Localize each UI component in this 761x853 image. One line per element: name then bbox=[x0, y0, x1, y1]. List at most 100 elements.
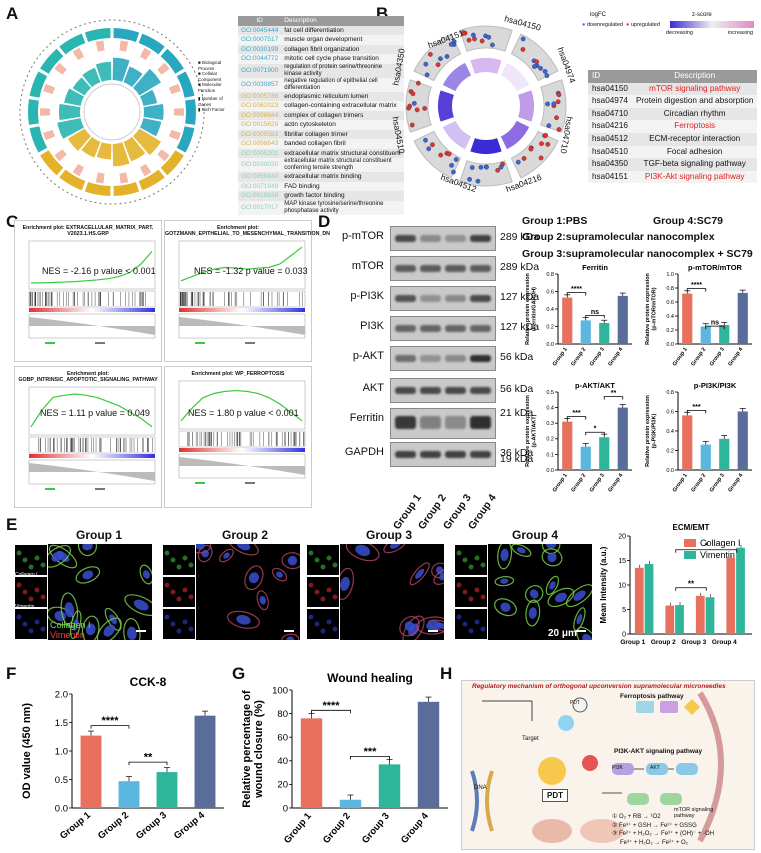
blot-band bbox=[420, 235, 441, 242]
cell-nucleus bbox=[340, 576, 350, 591]
bar bbox=[682, 415, 693, 470]
blot-protein-label: GAPDH bbox=[344, 446, 384, 458]
cell-outline bbox=[545, 575, 560, 596]
blot-protein-label: mTOR bbox=[351, 260, 384, 272]
gsea-enrichment-curve bbox=[180, 246, 303, 282]
blot-row bbox=[390, 226, 496, 251]
chart-title: p-PI3K/PI3K bbox=[694, 381, 737, 390]
y-tick-label: 0.8 bbox=[666, 286, 674, 292]
blot-band bbox=[445, 451, 466, 458]
blot-row bbox=[390, 408, 496, 439]
channel-signal bbox=[188, 562, 194, 568]
go-id-cell: GO:0030857 bbox=[238, 77, 282, 92]
go-id-cell: GO:0005583 bbox=[238, 129, 282, 139]
gsea-rank-metric bbox=[29, 463, 155, 481]
y-tick-label: 0.8 bbox=[666, 390, 674, 396]
overlay-vimentin: Vimentin bbox=[50, 630, 85, 640]
channel-signal bbox=[16, 550, 22, 556]
go-outer-sector bbox=[59, 33, 86, 55]
channel-signal bbox=[34, 555, 40, 561]
go-mid-sector bbox=[169, 83, 181, 95]
go-id-cell: GO:0098644 bbox=[238, 110, 282, 120]
significance-label: ns bbox=[711, 320, 719, 327]
chart-title: ECM/EMT bbox=[673, 523, 710, 532]
x-tick-label: Group 3 bbox=[681, 639, 706, 646]
significance-label: ** bbox=[611, 390, 617, 397]
cell-outline bbox=[409, 562, 430, 586]
kegg-gene-dot bbox=[409, 122, 415, 128]
x-tick-label: Group 2 bbox=[690, 347, 707, 368]
bar bbox=[562, 297, 573, 344]
gsea-legend-swatch bbox=[245, 342, 255, 344]
cell-outline bbox=[573, 607, 586, 631]
x-tick-label: Group 1 bbox=[552, 347, 569, 368]
bar bbox=[378, 764, 401, 808]
go-circos-plot bbox=[19, 19, 205, 205]
gsea-title: Enrichment plot: EXTRACELLULAR_MATRIX_PA… bbox=[22, 225, 154, 237]
go-description-cell: extracellular matrix structural constitu… bbox=[281, 148, 404, 158]
channel-signal bbox=[480, 594, 486, 600]
diagram-title: Regulatory mechanism of orthogonal upcon… bbox=[472, 683, 726, 690]
y-axis-label-part: Relative protein expression bbox=[525, 272, 531, 344]
y-tick-label: 0.5 bbox=[546, 390, 554, 396]
go-mid-sector bbox=[54, 149, 67, 162]
kegg-gene-dot bbox=[498, 164, 504, 170]
cell-nucleus bbox=[201, 549, 210, 558]
gsea-nes-2: NES = -1.32 p value = 0.033 bbox=[194, 266, 308, 276]
micrograph-channel bbox=[162, 608, 196, 640]
significance-bracket bbox=[585, 431, 605, 436]
channel-signal bbox=[164, 582, 170, 588]
equation-3: ③ Fe²⁺ + H₂O₂ → Fe³⁺ + (OH)⁻ + ·OH bbox=[612, 831, 715, 837]
cell-outline bbox=[494, 598, 517, 617]
kegg-logfc-legend-title: logFC bbox=[590, 12, 607, 18]
kegg-inner-sector bbox=[518, 90, 534, 122]
gsea-hits-frame bbox=[28, 436, 156, 454]
cell-outline bbox=[345, 544, 380, 562]
kegg-gene-dot bbox=[414, 107, 420, 113]
gsea-rank-gradient bbox=[29, 454, 155, 458]
y-tick-label: 0.3 bbox=[546, 421, 554, 427]
x-tick-label: Group 4 bbox=[727, 346, 745, 367]
group-def-4: Group 4:SC79 bbox=[653, 215, 724, 227]
bar bbox=[675, 605, 684, 634]
gsea-enrichment-curve bbox=[31, 251, 153, 284]
bar bbox=[665, 605, 675, 634]
kegg-inner-sector bbox=[442, 120, 472, 150]
channel-signal bbox=[326, 587, 332, 593]
micro-group-2-label: Group 2 bbox=[222, 528, 269, 542]
cell-outline bbox=[48, 544, 71, 568]
kegg-zscore-bar bbox=[670, 21, 754, 28]
channel-signal bbox=[308, 550, 314, 556]
gsea-es-frame bbox=[28, 386, 156, 436]
side-label-vimentin: Vimentin bbox=[15, 604, 35, 610]
gsea-legend-swatch bbox=[245, 482, 255, 484]
cell-nucleus bbox=[545, 544, 557, 549]
cell-nucleus bbox=[426, 620, 442, 631]
kegg-id-cell: hsa04510 bbox=[588, 145, 632, 159]
bar bbox=[617, 295, 628, 344]
bar bbox=[736, 547, 745, 634]
kegg-gene-dot bbox=[515, 159, 521, 165]
scale-bar-label: 20 μm bbox=[548, 628, 577, 639]
cell-outline bbox=[433, 568, 444, 585]
significance-label: **** bbox=[691, 282, 702, 289]
gsea-enrichment-curve bbox=[30, 393, 153, 428]
cell-outline bbox=[524, 585, 544, 603]
pdt-label-top: PDT bbox=[570, 700, 580, 706]
x-tick-label: Group 2 bbox=[570, 347, 587, 368]
kegg-gene-dot bbox=[451, 169, 456, 175]
channel-signal bbox=[188, 594, 194, 600]
cell-nucleus bbox=[286, 636, 295, 640]
channel-signal bbox=[34, 619, 40, 625]
x-tick-label: Group 2 bbox=[690, 473, 707, 494]
cell-nucleus bbox=[236, 614, 251, 625]
kegg-gene-dot bbox=[495, 167, 501, 173]
x-tick-label: Group 3 bbox=[589, 473, 606, 494]
y-tick-label: 0 bbox=[622, 631, 626, 638]
kegg-description-cell: PI3K-Akt signaling pathway bbox=[631, 170, 758, 184]
kegg-gene-dot bbox=[422, 106, 428, 111]
bar bbox=[339, 799, 362, 808]
go-id-cell: GO:0019838 bbox=[238, 191, 282, 201]
